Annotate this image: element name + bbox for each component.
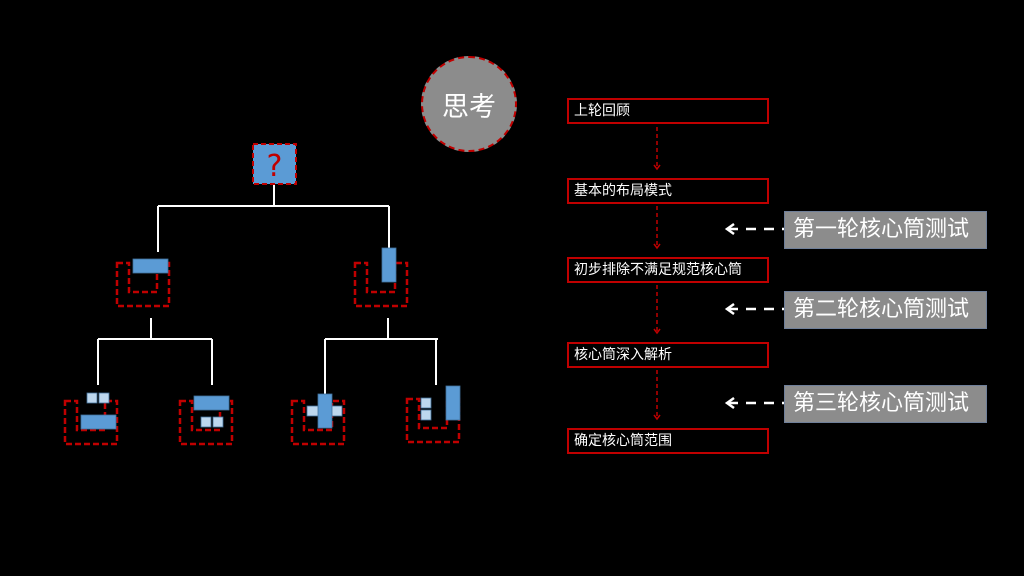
round-arrows — [724, 222, 784, 410]
level2-node-beam-two-squares-bottom — [178, 395, 234, 446]
level1-node-vertical-column — [353, 247, 409, 308]
small-square-icon — [420, 409, 432, 421]
small-square-icon — [86, 392, 98, 404]
flow-step-review: 上轮回顾 — [567, 98, 769, 124]
horizontal-block-icon — [80, 414, 117, 430]
round-1-label: 第一轮核心筒测试 — [784, 211, 987, 249]
thinking-title: 思考 — [442, 91, 496, 123]
flow-arrowheads — [653, 164, 661, 421]
small-square-icon — [420, 397, 432, 409]
thinking-badge: 思考 — [421, 56, 517, 152]
small-square-icon — [212, 416, 224, 428]
horizontal-block-icon — [132, 258, 169, 274]
flow-step-deep-analysis: 核心筒深入解析 — [567, 342, 769, 368]
level1-node-horizontal-beam — [115, 258, 171, 308]
cross-vertical-icon — [317, 393, 333, 429]
vertical-block-icon — [381, 247, 397, 283]
horizontal-block-icon — [193, 395, 230, 411]
small-square-icon — [200, 416, 212, 428]
round-3-label: 第三轮核心筒测试 — [784, 385, 987, 423]
round-2-arrow — [724, 302, 784, 316]
root-question-node: ? — [252, 143, 297, 185]
round-2-label: 第二轮核心筒测试 — [784, 291, 987, 329]
vertical-block-icon — [445, 385, 461, 421]
flow-step-basic-layout: 基本的布局模式 — [567, 178, 769, 204]
question-mark-icon: ? — [267, 149, 283, 184]
round-1-arrow — [724, 222, 784, 236]
level2-node-column-stacked-squares — [405, 385, 461, 444]
tree-connectors — [97, 184, 438, 395]
round-3-arrow — [724, 396, 784, 410]
small-square-icon — [98, 392, 110, 404]
level2-node-beam-two-squares-top — [63, 392, 119, 446]
flow-step-determine-range: 确定核心筒范围 — [567, 428, 769, 454]
flow-step-initial-exclusion: 初步排除不满足规范核心筒 — [567, 257, 769, 283]
level2-node-cross — [290, 393, 346, 446]
